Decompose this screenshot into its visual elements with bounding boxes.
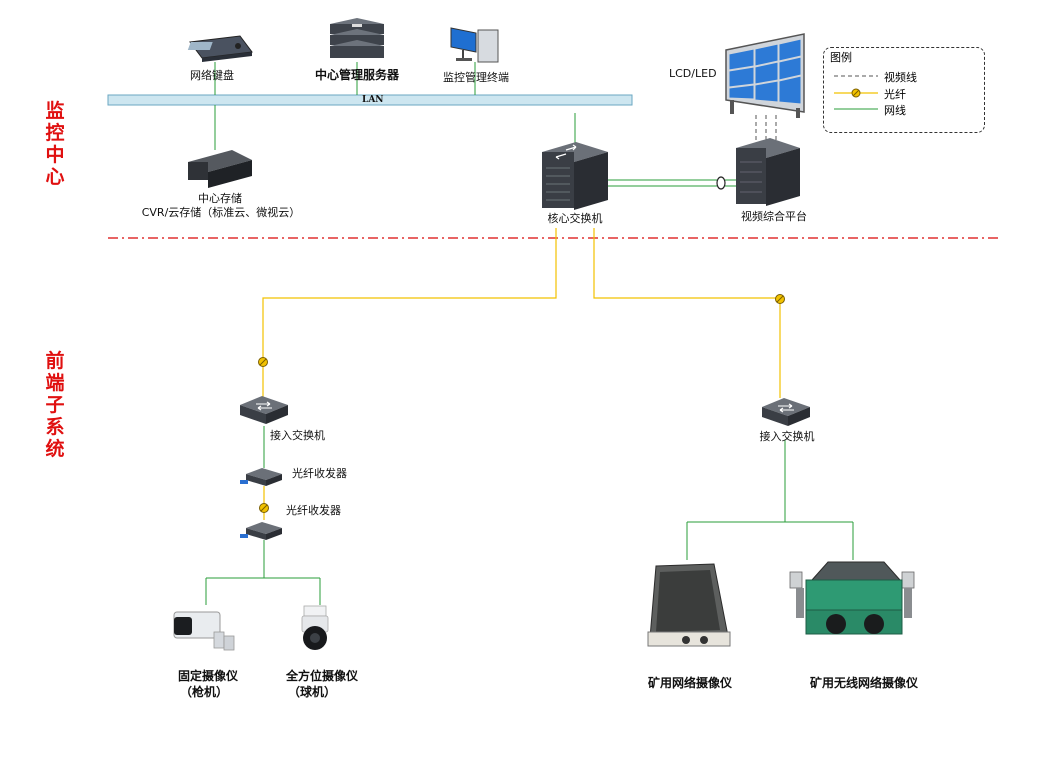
dashed-line-icon: [834, 75, 878, 77]
core-switch-label: 核心交换机: [547, 212, 603, 225]
storage-label-line2: CVR/云存储（标准云、微视云）: [141, 206, 301, 219]
storage-label-line1: 中心存储: [198, 192, 242, 205]
mining-camera-label: 矿用网络摄像仪: [647, 676, 733, 690]
fiber-transceiver-top-icon: [240, 468, 282, 486]
ethernet-links: [205, 62, 854, 605]
dome-camera-icon: [301, 605, 329, 650]
central-storage-icon: [188, 150, 252, 188]
video-links: [755, 115, 777, 142]
video-platform-label: 视频综合平台: [741, 210, 807, 223]
transceiver-bottom-label: 光纤收发器: [286, 504, 341, 517]
dome-camera-label-line2: （球机）: [287, 685, 337, 699]
legend-title: 图例: [830, 51, 852, 64]
ethernet-line-icon: [834, 108, 878, 110]
display-label: LCD/LED: [669, 67, 717, 80]
terminal-label: 监控管理终端: [443, 71, 509, 84]
access-switch-right-icon: [762, 398, 810, 426]
server-label: 中心管理服务器: [314, 68, 400, 82]
mining-wireless-camera-icon: [789, 561, 915, 635]
fiber-transceiver-bottom-icon: [240, 522, 282, 540]
bullet-camera-label-line1: 固定摄像仪: [177, 669, 239, 683]
section-label-monitoring-center: 监控中心: [45, 100, 65, 188]
fiber-connector-icons: [258, 294, 785, 513]
monitoring-terminal-icon: [450, 27, 499, 63]
bullet-camera-label-line2: （枪机）: [179, 685, 229, 699]
section-label-front-end: 前端子系统: [45, 350, 65, 460]
legend-label-video-line: 视频线: [884, 71, 917, 84]
transceiver-top-label: 光纤收发器: [292, 467, 347, 480]
legend-item-video-line: 视频线: [832, 69, 982, 84]
bullet-camera-icon: [173, 611, 235, 651]
access-switch-right-label: 接入交换机: [759, 430, 815, 443]
lan-label: LAN: [362, 95, 384, 105]
video-wall-icon: [725, 33, 805, 118]
mining-wireless-camera-label: 矿用无线网络摄像仪: [809, 676, 919, 690]
server-icon: [330, 18, 384, 58]
fiber-coil-icon: [716, 176, 726, 190]
core-switch-icon: [542, 142, 608, 210]
network-keyboard-icon: [187, 35, 253, 62]
legend-item-fiber: 光纤: [832, 86, 982, 101]
lan-bar: [107, 94, 633, 106]
dome-camera-label-line1: 全方位摄像仪: [285, 669, 359, 683]
access-switch-left-label: 接入交换机: [270, 429, 325, 442]
mining-camera-icon: [647, 563, 731, 647]
legend-label-fiber: 光纤: [884, 88, 906, 101]
fiber-line-icon: [834, 88, 878, 98]
legend: 图例 视频线 光纤 网线: [823, 47, 985, 133]
access-switch-left-icon: [240, 396, 288, 424]
legend-label-ethernet: 网线: [884, 104, 906, 117]
keyboard-label: 网络键盘: [190, 69, 234, 82]
legend-item-ethernet: 网线: [832, 102, 982, 117]
video-platform-icon: [736, 138, 800, 206]
